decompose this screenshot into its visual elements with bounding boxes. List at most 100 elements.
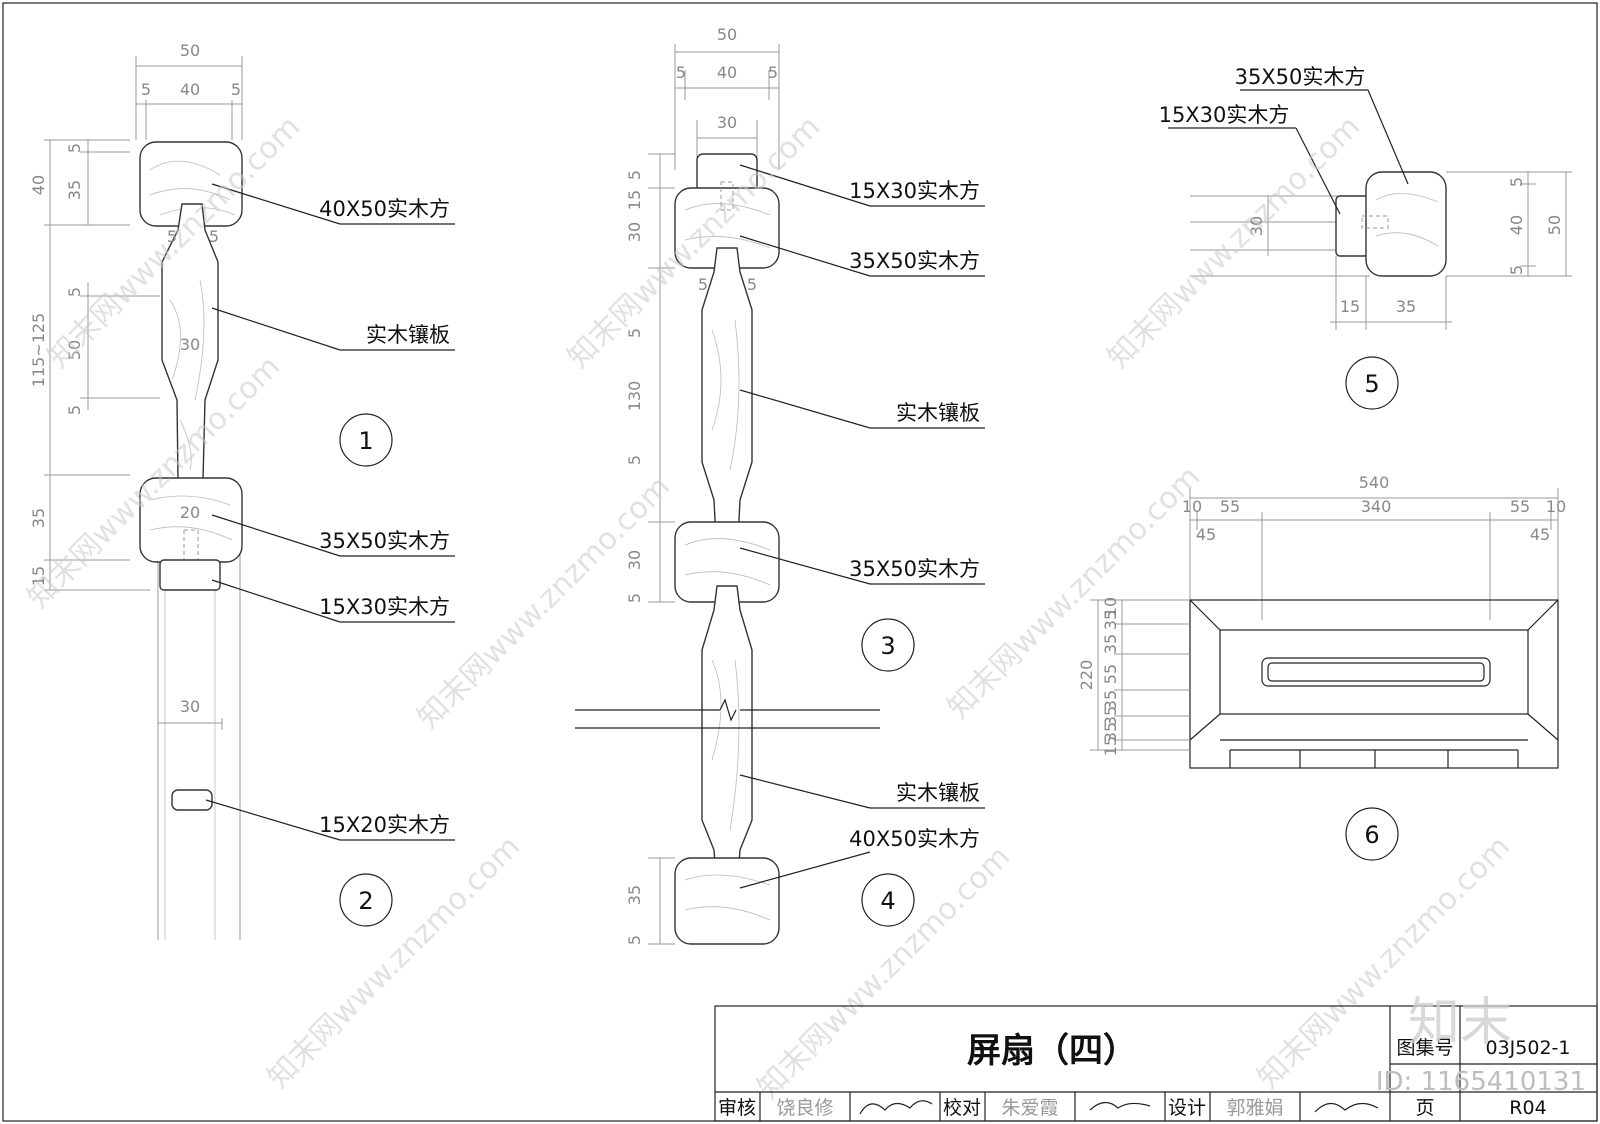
- d5-callout-b: 15X30实木方: [1159, 103, 1290, 127]
- d6-dim-h10: 10: [1101, 597, 1120, 617]
- review-name: 饶良修: [776, 1097, 833, 1119]
- d4-bottom-rail: [674, 857, 780, 945]
- watermark-text: 知末网www.znzmo.com: [1101, 109, 1367, 375]
- check-label: 校对: [943, 1097, 981, 1119]
- review-label: 审核: [718, 1097, 756, 1119]
- d3-dim-5b: 5: [768, 63, 778, 82]
- d1-dim-5a: 5: [141, 80, 151, 99]
- d3-dim-m30: 30: [625, 550, 644, 570]
- d5-bar: [1335, 195, 1369, 257]
- d6-dim-h15: 15: [1101, 736, 1120, 756]
- d6-dim-h35a: 35: [1101, 610, 1120, 630]
- d6-dim-540: 540: [1359, 473, 1390, 492]
- d3-dim-30: 30: [717, 113, 737, 132]
- d5-dim-w35: 35: [1396, 297, 1416, 316]
- d1-dim-40: 40: [180, 80, 200, 99]
- d1-dim-m20: 20: [180, 503, 200, 522]
- d3-dim-p5b: 5: [747, 275, 757, 294]
- watermark-text: 知末网www.znzmo.com: [21, 349, 287, 615]
- watermark-text: 知末网www.znzmo.com: [261, 829, 527, 1095]
- detail-2: 30 15X20实木方 2: [157, 697, 455, 927]
- detail-number-6: 6: [1364, 821, 1379, 849]
- d6-dim-h35b: 35: [1101, 634, 1120, 654]
- d6-dim-h35e: 35: [1101, 722, 1120, 742]
- detail-number-4: 4: [880, 887, 895, 915]
- d2-bar: [171, 789, 213, 811]
- d3-dim-h30: 30: [625, 222, 644, 242]
- d6-inner-panel: [1219, 629, 1529, 715]
- detail-number-5: 5: [1364, 370, 1379, 398]
- d6-dim-h35d: 35: [1101, 706, 1120, 726]
- d5-rail: [1365, 171, 1447, 277]
- watermark-text: 知末网www.znzmo.com: [561, 109, 827, 375]
- d2-callout-bar: 15X20实木方: [319, 813, 450, 837]
- check-name: 朱爱霞: [1001, 1097, 1058, 1119]
- d1-dim-p5a: 5: [167, 227, 177, 246]
- d5-dim-h50: 50: [1545, 215, 1564, 235]
- d5-dim-h5a: 5: [1507, 177, 1526, 187]
- page-label: 页: [1415, 1097, 1434, 1119]
- atlas-number: 03J502-1: [1486, 1037, 1571, 1059]
- d1-dim-50: 50: [180, 41, 200, 60]
- d5-dim-h5b: 5: [1507, 265, 1526, 275]
- d6-dim-10a: 10: [1182, 497, 1202, 516]
- d3-dim-p5a: 5: [698, 275, 708, 294]
- d1-callout-top: 40X50实木方: [319, 197, 450, 221]
- drawing-title: 屏扇（四）: [967, 1031, 1137, 1071]
- d1-bottom-bar: [159, 559, 221, 591]
- d1-dim-m35: 35: [29, 508, 48, 528]
- review-signature: [859, 1100, 933, 1115]
- brand-logo: 知末: [1408, 993, 1512, 1053]
- d6-dim-10b: 10: [1546, 497, 1566, 516]
- d6-dim-h55: 55: [1101, 664, 1120, 684]
- d1-dim-h5: 5: [65, 143, 84, 153]
- d6-dim-45a: 45: [1196, 525, 1216, 544]
- d4-dim-h5: 5: [625, 935, 644, 945]
- d5-dim-w15: 15: [1340, 297, 1360, 316]
- detail-5: 5 40 5 50 30 15 35 35X50实木方 15X30实木方 5: [1159, 65, 1572, 410]
- d3-dim-v5b: 5: [625, 455, 644, 465]
- d2-dim-30: 30: [180, 697, 200, 716]
- d1-dim-m15: 15: [29, 566, 48, 586]
- d3-dim-h5: 5: [625, 170, 644, 180]
- d1-callout-panel: 实木镶板: [366, 323, 450, 347]
- detail-1: 50 5 40 5 40 5 35 115~125 5 50 5 35 15 5…: [29, 41, 455, 940]
- d5-callout-a: 35X50实木方: [1235, 65, 1366, 89]
- d5-dim-h30: 30: [1247, 216, 1266, 236]
- watermark-text: 知末网www.znzmo.com: [941, 459, 1207, 725]
- d6-dim-55a: 55: [1220, 497, 1240, 516]
- d1-dim-v5b: 5: [65, 405, 84, 415]
- d3-callout-rail: 35X50实木方: [849, 249, 980, 273]
- d1-dim-v5a: 5: [65, 287, 84, 297]
- d1-dim-range: 115~125: [29, 313, 48, 387]
- atlas-label: 图集号: [1396, 1037, 1453, 1059]
- image-id: ID: 1165410131: [1376, 1067, 1586, 1097]
- detail-number-3: 3: [880, 632, 895, 660]
- d4-panel: [701, 585, 753, 879]
- title-block: 屏扇（四） 图集号 03J502-1 审核 饶良修 校对 朱爱霞 设计 郭雅娟 …: [714, 1005, 1598, 1122]
- design-label: 设计: [1168, 1097, 1206, 1119]
- d6-dim-340: 340: [1361, 497, 1392, 516]
- check-signature: [1089, 1101, 1151, 1111]
- d3-callout-mid: 35X50实木方: [849, 557, 980, 581]
- detail-number-1: 1: [358, 427, 373, 455]
- page-number: R04: [1509, 1097, 1546, 1119]
- d6-frame: [1189, 599, 1559, 769]
- d3-dim-v5: 5: [625, 328, 644, 338]
- d1-dim-p5b: 5: [209, 227, 219, 246]
- d3-panel: [701, 247, 753, 541]
- d1-dim-5b: 5: [231, 80, 241, 99]
- design-signature: [1314, 1102, 1379, 1113]
- d1-dim-h40: 40: [29, 175, 48, 195]
- design-name: 郭雅娟: [1226, 1097, 1283, 1119]
- d1-dim-p30: 30: [180, 335, 200, 354]
- d5-dim-h40: 40: [1507, 215, 1526, 235]
- detail-number-2: 2: [358, 887, 373, 915]
- d1-dim-h35: 35: [65, 180, 84, 200]
- d4-callout-panel: 实木镶板: [896, 781, 980, 805]
- d3-dim-v130: 130: [625, 381, 644, 412]
- d6-dim-h220: 220: [1077, 660, 1096, 691]
- d6-dim-55b: 55: [1510, 497, 1530, 516]
- d3-callout-top: 15X30实木方: [849, 179, 980, 203]
